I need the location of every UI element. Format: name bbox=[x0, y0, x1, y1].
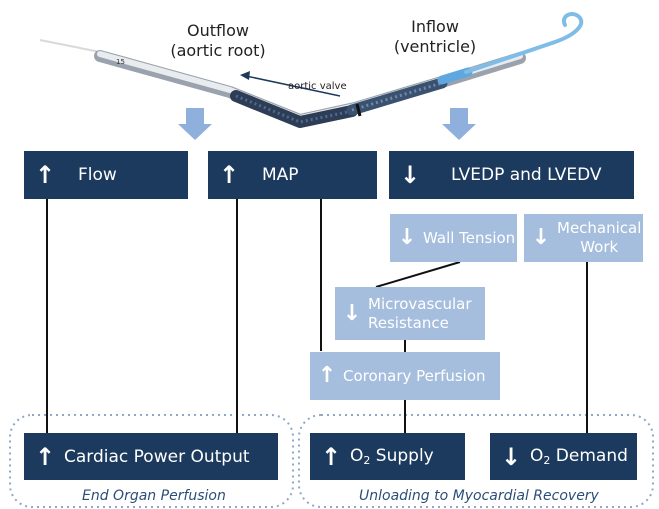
coronary-perfusion-label: Coronary Perfusion bbox=[343, 367, 486, 385]
wall-tension-label: Wall Tension bbox=[423, 229, 516, 247]
microvascular-line1: Microvascular bbox=[368, 294, 472, 313]
end-organ-perfusion-caption: End Organ Perfusion bbox=[82, 488, 226, 504]
o2-demand-subscript: 2 bbox=[543, 454, 551, 467]
map-label: MAP bbox=[262, 165, 299, 185]
cardiac-power-output-box: ↑ Cardiac Power Output bbox=[24, 433, 278, 480]
impella-device-illustration: 15 bbox=[39, 12, 584, 128]
mechanical-work-box: ↓ Mechanical Work bbox=[524, 214, 643, 262]
down-arrow-icon: ↓ bbox=[500, 442, 522, 471]
down-arrow-icon: ↓ bbox=[399, 161, 421, 189]
microvascular-label: Microvascular Resistance bbox=[368, 295, 472, 333]
lvedp-box: ↓ LVEDP and LVEDV bbox=[389, 151, 634, 199]
mechanical-work-label: Mechanical Work bbox=[557, 219, 641, 257]
o2-demand-text: Demand bbox=[550, 446, 628, 466]
inflow-label: Inflow (ventricle) bbox=[380, 17, 490, 57]
up-arrow-icon: ↑ bbox=[218, 161, 240, 189]
unloading-caption: Unloading to Myocardial Recovery bbox=[359, 488, 599, 504]
down-arrow-icon: ↓ bbox=[531, 225, 551, 250]
outflow-label-line1: Outflow bbox=[187, 21, 249, 40]
aortic-valve-label: aortic valve bbox=[288, 81, 347, 92]
flow-direction-arrowhead bbox=[240, 71, 250, 80]
o2-supply-subscript: 2 bbox=[363, 454, 371, 467]
o2-supply-label: O2 Supply bbox=[350, 446, 434, 467]
o2-supply-o: O bbox=[350, 446, 364, 466]
flow-direction-arrow bbox=[245, 75, 341, 97]
outflow-label: Outflow (aortic root) bbox=[158, 21, 278, 61]
o2-demand-label: O2 Demand bbox=[530, 446, 628, 467]
up-arrow-icon: ↑ bbox=[34, 442, 56, 471]
coronary-perfusion-box: ↑ Coronary Perfusion bbox=[310, 352, 500, 400]
o2-supply-box: ↑ O2 Supply bbox=[310, 433, 465, 480]
o2-demand-box: ↓ O2 Demand bbox=[490, 433, 637, 480]
down-arrow-icon: ↓ bbox=[342, 300, 362, 326]
inflow-tip bbox=[437, 67, 473, 85]
inflow-pointer-arrow bbox=[442, 108, 476, 140]
catheter-marker-label: 15 bbox=[116, 58, 125, 66]
mechanical-work-line1: Mechanical bbox=[557, 219, 642, 237]
down-arrow-icon: ↓ bbox=[397, 225, 417, 250]
inflow-label-line2: (ventricle) bbox=[393, 37, 477, 56]
inflow-label-line1: Inflow bbox=[411, 17, 459, 36]
wall-tension-box: ↓ Wall Tension bbox=[390, 214, 517, 262]
inflow-coil bbox=[351, 81, 443, 112]
outflow-label-line2: (aortic root) bbox=[170, 41, 266, 60]
catheter-tail bbox=[39, 39, 101, 53]
pigtail-catheter bbox=[464, 12, 584, 74]
lvedp-label: LVEDP and LVEDV bbox=[451, 165, 602, 185]
map-box: ↑ MAP bbox=[208, 151, 377, 199]
cardiac-power-output-label: Cardiac Power Output bbox=[64, 446, 250, 467]
flow-box: ↑ Flow bbox=[24, 151, 188, 199]
o2-demand-o: O bbox=[530, 446, 544, 466]
up-arrow-icon: ↑ bbox=[317, 363, 337, 388]
up-arrow-icon: ↑ bbox=[34, 161, 56, 189]
flow-label: Flow bbox=[78, 165, 117, 185]
outflow-pointer-arrow bbox=[178, 108, 212, 140]
end-organ-group-outline bbox=[9, 414, 294, 508]
connector-wall-micro bbox=[375, 261, 461, 288]
microvascular-box: ↓ Microvascular Resistance bbox=[335, 287, 485, 340]
microvascular-line2: Resistance bbox=[368, 313, 449, 332]
o2-supply-text: Supply bbox=[370, 446, 434, 466]
up-arrow-icon: ↑ bbox=[320, 442, 342, 471]
valve-marker bbox=[355, 103, 362, 117]
pump-cannula bbox=[230, 90, 358, 128]
mechanical-work-line2: Work bbox=[580, 238, 619, 256]
